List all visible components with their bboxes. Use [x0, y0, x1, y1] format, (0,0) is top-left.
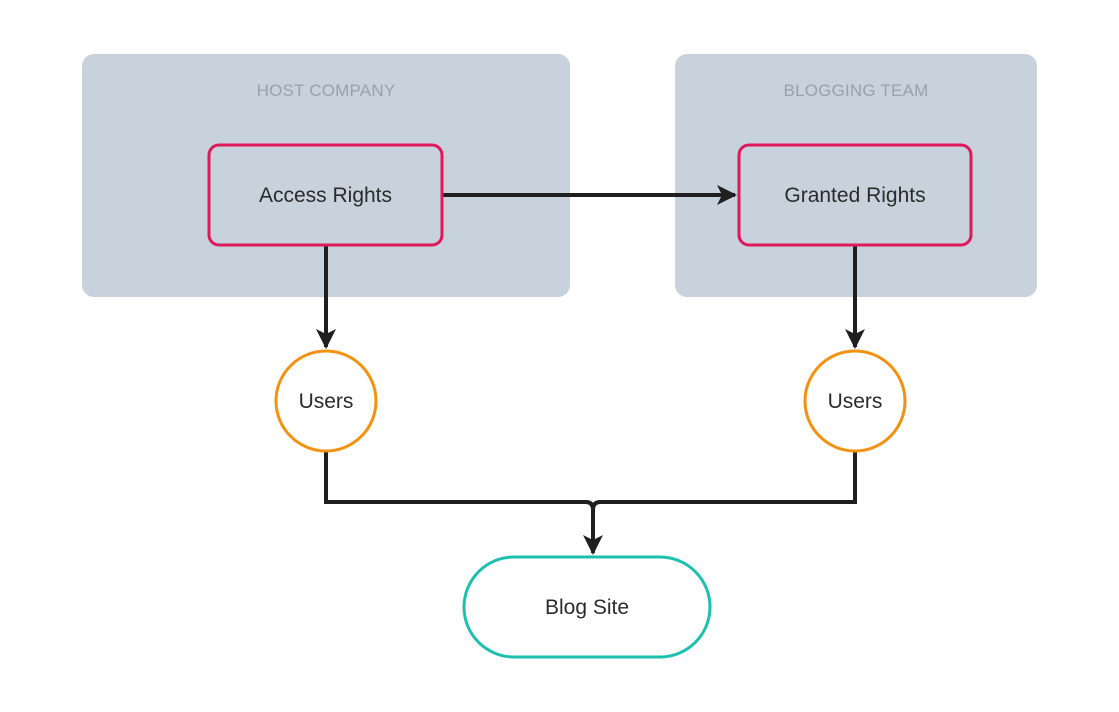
node-users-right: Users — [803, 349, 907, 453]
node-granted-rights-label: Granted Rights — [784, 184, 925, 207]
node-access-rights-label: Access Rights — [259, 184, 392, 207]
node-blog-site-pill — [462, 555, 712, 659]
connector-users-right-to-merge — [591, 452, 857, 511]
node-users-left: Users — [274, 349, 378, 453]
connector-users-left-to-merge — [324, 452, 595, 511]
node-users-left-circle — [274, 349, 378, 453]
group-blogging-team-label: BLOGGING TEAM — [784, 81, 929, 100]
node-users-right-label: Users — [828, 390, 883, 413]
node-blog-site: Blog Site — [462, 555, 712, 659]
node-users-right-circle — [803, 349, 907, 453]
node-granted-rights-box — [737, 143, 973, 247]
connectors — [316, 185, 865, 555]
node-granted-rights: Granted Rights — [737, 143, 973, 247]
node-access-rights-box — [207, 143, 444, 247]
node-users-left-label: Users — [299, 390, 354, 413]
node-access-rights: Access Rights — [207, 143, 444, 247]
group-host-company-label: HOST COMPANY — [257, 81, 396, 100]
node-blog-site-label: Blog Site — [545, 596, 629, 619]
